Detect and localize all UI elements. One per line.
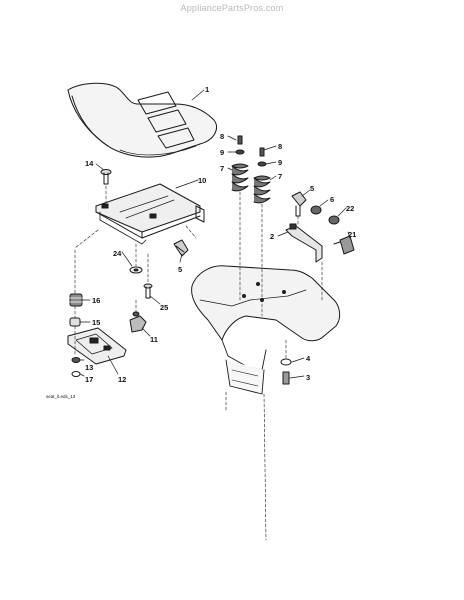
- callout-4: 4: [306, 354, 311, 363]
- tractor-frame: [191, 265, 341, 395]
- callout-9-right: 9: [278, 158, 282, 167]
- callout-2: 2: [270, 232, 274, 241]
- knob-part[interactable]: [129, 311, 147, 333]
- callout-9-left: 9: [220, 148, 224, 157]
- callout-7-right: 7: [278, 172, 282, 181]
- spring-stack-right[interactable]: [253, 147, 271, 204]
- callout-17: 17: [85, 375, 93, 384]
- washer-part[interactable]: [129, 266, 143, 274]
- callout-12: 12: [118, 375, 126, 384]
- callout-24: 24: [113, 249, 122, 258]
- callout-10: 10: [198, 176, 206, 185]
- clip-part[interactable]: [173, 239, 189, 257]
- callout-5-upper: 5: [310, 184, 314, 193]
- watermark: AppliancePartsPros.com: [180, 3, 284, 13]
- nut-upper-part[interactable]: [310, 205, 322, 215]
- knob-21-part[interactable]: [333, 235, 355, 255]
- callout-14: 14: [85, 159, 94, 168]
- callout-15: 15: [92, 318, 100, 327]
- nut-part[interactable]: [71, 357, 81, 377]
- callout-8-right: 8: [278, 142, 282, 151]
- seat-cushion-part[interactable]: [67, 82, 217, 158]
- bushing-part[interactable]: [69, 317, 81, 327]
- callout-16: 16: [92, 296, 100, 305]
- callout-13: 13: [85, 363, 93, 372]
- bolt-3-part[interactable]: [282, 371, 290, 385]
- callout-3: 3: [306, 373, 310, 382]
- callout-8-left: 8: [220, 132, 224, 141]
- callout-22: 22: [346, 204, 354, 213]
- callout-25: 25: [160, 303, 168, 312]
- bracket-part[interactable]: [285, 223, 323, 263]
- nut-22-part[interactable]: [328, 215, 340, 225]
- washer-4-part[interactable]: [280, 358, 292, 366]
- hinge-bracket-part[interactable]: [67, 327, 127, 365]
- bumper-part[interactable]: [69, 293, 83, 307]
- callout-7-left: 7: [220, 164, 224, 173]
- seat-pan-part[interactable]: [95, 183, 205, 245]
- callout-6: 6: [330, 195, 334, 204]
- callout-5-lower: 5: [178, 265, 182, 274]
- callout-21: 21: [348, 230, 356, 239]
- diagram-ref: seat_lt.eds_13: [46, 394, 76, 399]
- leader-lines: [79, 89, 351, 379]
- bolt-part[interactable]: [100, 169, 112, 185]
- screw-part[interactable]: [143, 283, 153, 299]
- callout-1: 1: [205, 85, 209, 94]
- clip-upper-part[interactable]: [291, 191, 307, 217]
- callout-11: 11: [150, 335, 158, 344]
- spring-stack-left[interactable]: [231, 135, 249, 192]
- alignment-lines: [74, 185, 323, 541]
